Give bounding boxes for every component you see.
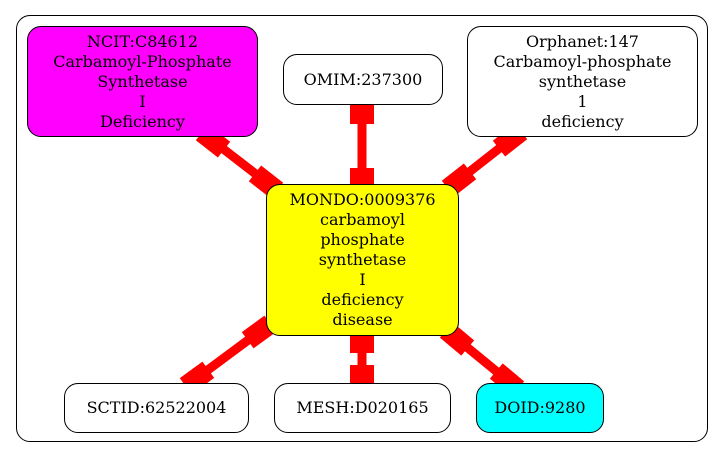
node-orphanet[interactable]: Orphanet:147 Carbamoyl-phosphate synthet…	[467, 26, 698, 137]
edge-center-omim	[350, 100, 374, 192]
node-doid[interactable]: DOID:9280	[476, 383, 604, 433]
node-doid-label: DOID:9280	[494, 398, 586, 417]
node-mesh[interactable]: MESH:D020165	[274, 383, 451, 433]
node-center-mondo[interactable]: MONDO:0009376 carbamoyl phosphate synthe…	[266, 184, 459, 336]
node-ncit-label: NCIT:C84612 Carbamoyl-Phosphate Syntheta…	[53, 31, 232, 131]
node-center-label: MONDO:0009376 carbamoyl phosphate synthe…	[289, 190, 436, 329]
node-mesh-label: MESH:D020165	[296, 398, 429, 417]
node-sctid[interactable]: SCTID:62522004	[64, 383, 249, 433]
graph-cluster-frame	[16, 15, 708, 442]
node-omim[interactable]: OMIM:237300	[283, 54, 443, 105]
node-ncit[interactable]: NCIT:C84612 Carbamoyl-Phosphate Syntheta…	[27, 26, 258, 137]
node-sctid-label: SCTID:62522004	[86, 398, 227, 417]
node-orphanet-label: Orphanet:147 Carbamoyl-phosphate synthet…	[493, 31, 672, 131]
node-omim-label: OMIM:237300	[303, 69, 423, 89]
edge-center-mesh	[350, 331, 374, 387]
